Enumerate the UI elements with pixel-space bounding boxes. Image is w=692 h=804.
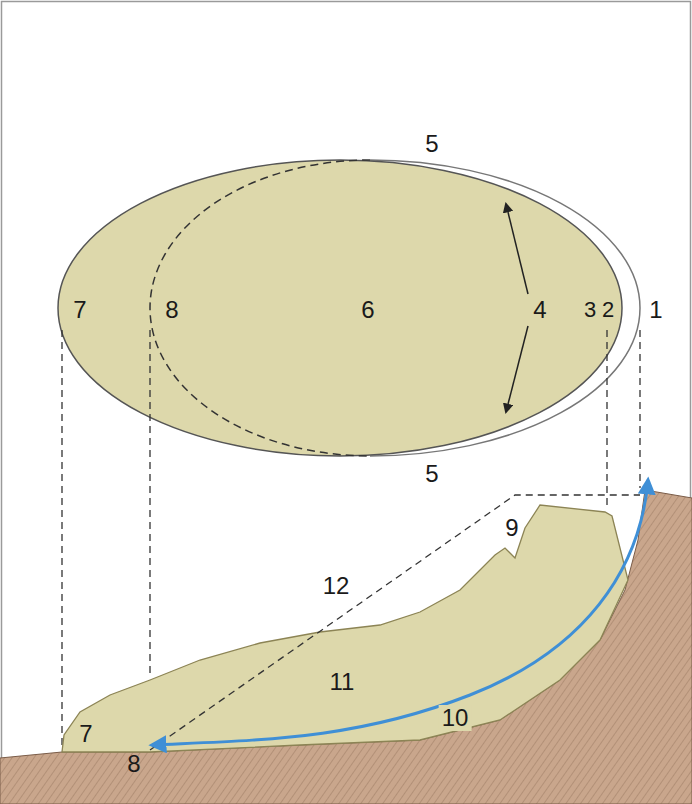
callout-number: 11 <box>330 670 355 694</box>
callout-number: 9 <box>505 516 518 540</box>
callout-number: 2 <box>602 299 614 321</box>
projection-line <box>639 330 640 488</box>
projection-line <box>149 330 150 676</box>
original-profile <box>150 495 640 750</box>
bedrock <box>0 490 692 804</box>
slip-surface-arrow <box>152 480 648 745</box>
callout-number: 7 <box>79 722 92 746</box>
callout-number: 8 <box>127 752 140 776</box>
callout-number: 4 <box>533 298 546 322</box>
callout-number: 8 <box>165 298 178 322</box>
width-arrow <box>506 326 528 412</box>
callout-number: 12 <box>323 574 350 598</box>
callout-number: 5 <box>425 462 438 486</box>
callout-number: 10 <box>439 705 472 731</box>
callout-number: 3 <box>584 299 596 321</box>
width-arrow <box>506 204 528 294</box>
projection-line <box>61 330 62 748</box>
callout-number: 5 <box>425 132 438 156</box>
projection-line <box>606 330 607 508</box>
landslide-body <box>62 505 628 752</box>
callout-number: 7 <box>73 298 86 322</box>
landslide-plan <box>58 160 622 456</box>
callout-number: 6 <box>361 298 374 322</box>
callout-number: 1 <box>649 298 662 322</box>
dashed-outline <box>150 160 370 456</box>
